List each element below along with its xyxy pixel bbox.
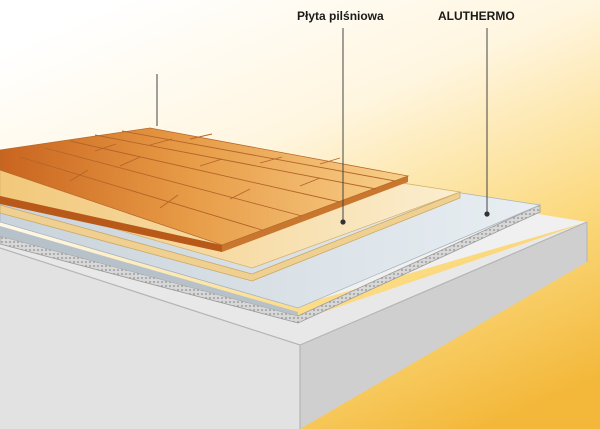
fiberboard-label: Płyta pilśniowa (297, 9, 384, 23)
wood-edge-front (0, 196, 222, 252)
wood-floor-panels (0, 127, 410, 252)
aluthermo-pointer-dot (484, 211, 490, 217)
leader-lines (156, 28, 488, 222)
slab-front-right (300, 222, 587, 429)
plank-seams (19, 130, 396, 231)
aluthermo-label: ALUTHERMO (438, 9, 515, 23)
fiberboard-edge (0, 191, 461, 282)
wood-edge-side (222, 176, 408, 252)
fiberboard-pointer-dot (340, 219, 346, 225)
wood-top (0, 127, 410, 246)
